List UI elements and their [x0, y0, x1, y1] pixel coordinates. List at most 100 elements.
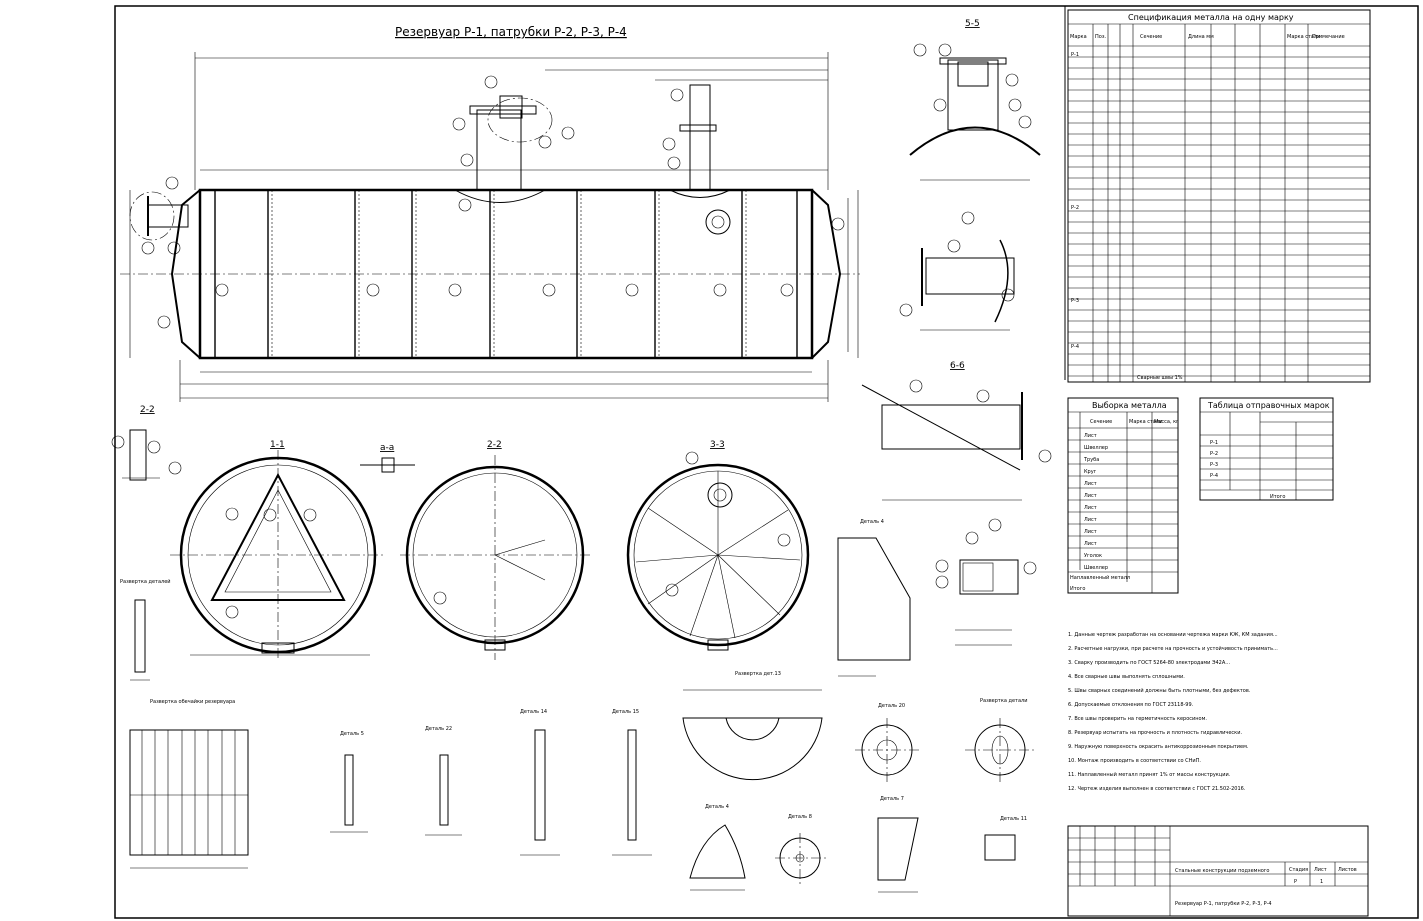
- svg-text:Р-1: Р-1: [1210, 440, 1218, 446]
- svg-text:Итого: Итого: [1270, 494, 1285, 500]
- svg-text:Выборка металла: Выборка металла: [1092, 401, 1167, 410]
- steel-row-label: Лист: [1084, 481, 1097, 487]
- svg-text:Деталь 7: Деталь 7: [880, 796, 904, 802]
- svg-text:Деталь 4: Деталь 4: [705, 804, 729, 810]
- steel-row-label: Уголок: [1084, 553, 1102, 559]
- svg-text:Р-4: Р-4: [1071, 344, 1079, 350]
- svg-text:3-3: 3-3: [710, 440, 725, 450]
- main-title: Резервуар Р-1, патрубки Р-2, Р-3, Р-4: [395, 25, 627, 39]
- steel-row-label: Круг: [1084, 469, 1097, 475]
- svg-text:1-1: 1-1: [270, 440, 285, 450]
- svg-text:Р-2: Р-2: [1210, 451, 1218, 457]
- steel-row-label: Швеллер: [1084, 445, 1108, 451]
- detail-15: Деталь 15: [612, 709, 652, 856]
- svg-text:Лист: Лист: [1314, 867, 1327, 873]
- svg-text:5-5: 5-5: [965, 19, 980, 29]
- svg-text:Поз.: Поз.: [1095, 34, 1106, 40]
- svg-text:Сечение: Сечение: [1090, 419, 1112, 425]
- note-line: 5. Швы сварных соединений должны быть пл…: [1068, 687, 1251, 694]
- svg-text:Стадия: Стадия: [1289, 867, 1308, 873]
- ship-table: Таблица отправочных марок Р-1 Р-2 Р-3 Р-…: [1199, 397, 1334, 501]
- svg-text:2-2: 2-2: [487, 440, 502, 450]
- steel-row-label: Лист: [1084, 517, 1097, 523]
- detail-20: Деталь 20: [855, 703, 920, 785]
- steel-table: Выборка металла Сечение Марка стали Масс…: [1067, 397, 1179, 594]
- svg-text:Деталь 20: Деталь 20: [878, 703, 905, 709]
- detail-13-development: Развертка дет.13: [682, 671, 823, 781]
- svg-text:Развертка детали: Развертка детали: [980, 698, 1027, 704]
- svg-text:Р-3: Р-3: [1210, 462, 1218, 468]
- svg-text:Сечение: Сечение: [1140, 34, 1162, 40]
- section-5-5: 5-5: [909, 19, 1041, 181]
- steel-row-label: Лист: [1084, 505, 1097, 511]
- steel-row-label: Труба: [1083, 457, 1099, 463]
- svg-text:Р-1: Р-1: [1071, 52, 1079, 58]
- tank-elevation: [120, 52, 860, 402]
- svg-text:Итого: Итого: [1070, 586, 1085, 592]
- svg-text:Деталь 15: Деталь 15: [612, 709, 639, 715]
- svg-text:Деталь 5: Деталь 5: [340, 731, 364, 737]
- section-a-a: а-а: [360, 443, 415, 473]
- note-line: 12. Чертеж изделия выполнен в соответств…: [1068, 786, 1246, 792]
- svg-text:2-2: 2-2: [140, 405, 155, 415]
- section-1-1: 1-1: [170, 440, 386, 660]
- svg-text:Деталь 4: Деталь 4: [860, 519, 884, 525]
- spec-table: Спецификация металла на одну марку Марка…: [1067, 9, 1371, 383]
- svg-text:Деталь 22: Деталь 22: [425, 726, 452, 732]
- note-line: 9. Наружную поверхность окрасить антикор…: [1068, 744, 1249, 750]
- detail-7: Деталь 7: [877, 796, 919, 893]
- svg-text:Листов: Листов: [1338, 867, 1357, 873]
- svg-text:Масса, кг: Масса, кг: [1154, 419, 1179, 425]
- svg-text:Спецификация металла на одну м: Спецификация металла на одну марку: [1128, 13, 1294, 22]
- svg-text:Деталь 11: Деталь 11: [1000, 816, 1027, 822]
- note-line: 3. Сварку производить по ГОСТ 5264-80 эл…: [1068, 660, 1230, 666]
- steel-row-label: Лист: [1084, 541, 1097, 547]
- svg-text:Марка стали: Марка стали: [1129, 419, 1162, 425]
- section-3-3: 3-3: [626, 440, 810, 651]
- svg-text:Резервуар Р-1, патрубки Р-2, Р: Резервуар Р-1, патрубки Р-2, Р-3, Р-4: [1175, 901, 1272, 907]
- note-line: 11. Наплавленный металл принят 1% от мас…: [1068, 771, 1231, 778]
- svg-text:Развертка обечайки резервуара: Развертка обечайки резервуара: [150, 698, 235, 705]
- note-line: 2. Расчетные нагрузки, при расчете на пр…: [1068, 645, 1278, 652]
- general-notes: 1. Данные чертеж разработан на основании…: [1068, 632, 1278, 792]
- shell-development: Развертка обечайки резервуара: [129, 698, 249, 869]
- svg-text:Длина мм: Длина мм: [1188, 34, 1214, 40]
- section-6-6: 6-6: [861, 361, 1052, 501]
- svg-text:Деталь 14: Деталь 14: [520, 709, 547, 715]
- steel-row-label: Лист: [1084, 529, 1097, 535]
- svg-text:Р-2: Р-2: [1071, 205, 1079, 211]
- steel-row-label: Лист: [1084, 493, 1097, 499]
- svg-text:Таблица отправочных марок: Таблица отправочных марок: [1207, 401, 1330, 410]
- note-line: 6. Допускаемые отклонения по ГОСТ 23118-…: [1068, 702, 1194, 708]
- steel-row-label: Лист: [1084, 433, 1097, 439]
- svg-text:Р-4: Р-4: [1210, 473, 1218, 479]
- note-line: 10. Монтаж производить в соответствии со…: [1068, 758, 1201, 764]
- pipe-detail: [899, 211, 1015, 331]
- detail-development-left: Развертка деталей: [120, 578, 171, 681]
- detail-4-top: Деталь 4: [837, 519, 911, 677]
- svg-text:Стальные конструкции подземног: Стальные конструкции подземного: [1175, 868, 1269, 874]
- note-line: 4. Все сварные швы выполнять сплошными.: [1068, 674, 1185, 680]
- svg-text:1: 1: [1320, 879, 1323, 885]
- steel-row-label: Швеллер: [1084, 565, 1108, 571]
- svg-text:6-6: 6-6: [950, 361, 965, 371]
- detail-insulated: [935, 518, 1037, 646]
- detail-5: Деталь 5: [330, 731, 368, 833]
- section-2-2: 2-2: [400, 440, 590, 660]
- svg-text:Примечание: Примечание: [1312, 34, 1345, 40]
- svg-text:Развертка деталей: Развертка деталей: [120, 578, 171, 585]
- svg-text:Сварные швы 1%: Сварные швы 1%: [1137, 375, 1183, 381]
- svg-text:Наплавленный металл: Наплавленный металл: [1070, 574, 1130, 581]
- detail-4-bottom: Деталь 4: [689, 804, 746, 891]
- title-block: Стальные конструкции подземного Стадия Л…: [1067, 825, 1369, 917]
- svg-text:Р: Р: [1294, 879, 1297, 885]
- note-line: 1. Данные чертеж разработан на основании…: [1068, 632, 1278, 638]
- sheet-frame: [114, 5, 1419, 919]
- detail-8: Деталь 8: [775, 814, 826, 884]
- svg-text:Развертка дет.13: Развертка дет.13: [735, 671, 781, 677]
- note-line: 7. Все швы проверить на герметичность ке…: [1068, 716, 1207, 722]
- svg-text:Р-3: Р-3: [1071, 298, 1079, 304]
- svg-text:Деталь 8: Деталь 8: [788, 814, 812, 820]
- detail-11: Деталь 11: [984, 816, 1027, 861]
